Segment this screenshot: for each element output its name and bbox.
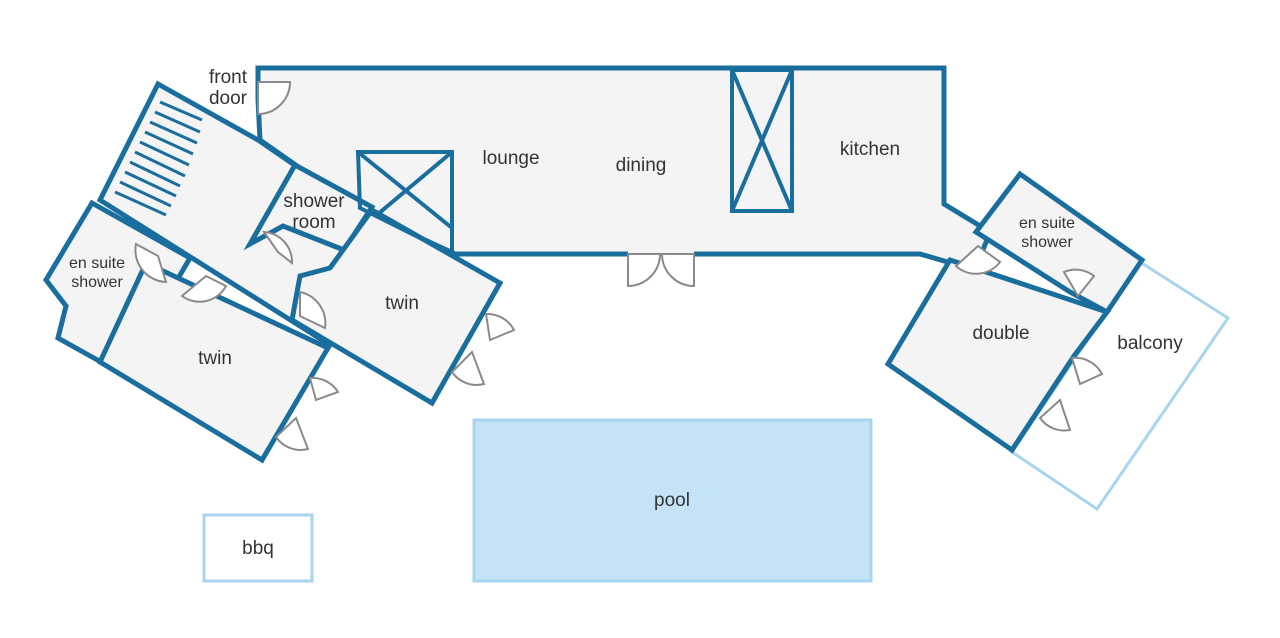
twin-center-label: twin [385, 293, 419, 314]
twin-left-door[interactable] [180, 274, 228, 303]
twin-left-garden-doors[interactable] [274, 376, 340, 451]
twin-center-garden-doors[interactable] [450, 312, 516, 386]
pool-label: pool [654, 490, 690, 511]
bbq-area [202, 513, 314, 583]
bbq-label: bbq [242, 538, 274, 559]
balcony-doors[interactable] [1038, 356, 1104, 432]
balcony-label: balcony [1117, 333, 1183, 354]
twin-center-room [289, 206, 504, 407]
stair-void [355, 150, 454, 258]
dining-label: dining [616, 155, 667, 176]
front-door[interactable] [257, 81, 292, 116]
en-suite-left-label-2: shower [71, 274, 123, 291]
column-void [730, 68, 794, 213]
en-suite-left [42, 199, 194, 365]
staircase [114, 100, 203, 217]
shower-room-label-1: shower [283, 191, 345, 212]
front-door-label-2: door [209, 88, 248, 109]
en-suite-left-door[interactable] [134, 242, 168, 284]
shower-room-label-2: room [292, 212, 335, 233]
pool [472, 418, 873, 583]
en-suite-left-label-1: en suite [69, 255, 125, 272]
twin-left-label: twin [198, 348, 232, 369]
double-label: double [972, 323, 1029, 344]
stair-void-cross-2 [376, 150, 454, 216]
double-room [884, 256, 1112, 454]
en-suite-right-label-1: en suite [1019, 215, 1075, 232]
shower-room-door[interactable] [261, 230, 294, 266]
en-suite-right-door[interactable] [1062, 268, 1096, 298]
lounge-label: lounge [482, 148, 539, 169]
column-void-cross-2 [730, 69, 794, 212]
twin-left-room [96, 259, 332, 464]
patio-doors[interactable] [627, 250, 695, 288]
double-room-door[interactable] [954, 244, 1002, 275]
front-door-label-1: front [209, 67, 248, 88]
twin-center-door[interactable] [299, 290, 327, 330]
en-suite-right [972, 170, 1146, 316]
en-suite-right-label-2: shower [1021, 234, 1073, 251]
kitchen-label: kitchen [840, 139, 900, 160]
